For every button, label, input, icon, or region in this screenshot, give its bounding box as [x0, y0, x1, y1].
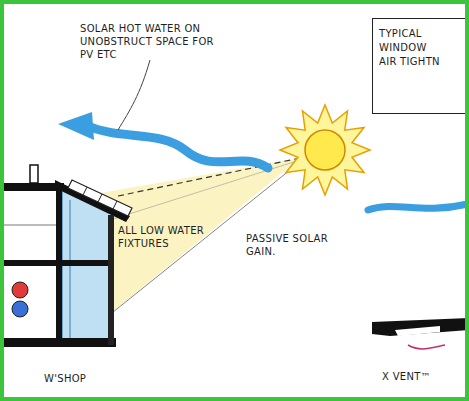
sketch-annotation: W'SHOP [44, 372, 124, 385]
vent-gap [395, 326, 440, 336]
wall [108, 215, 114, 345]
airflow-arrow [88, 126, 268, 168]
sketch-annotation: PASSIVE SOLAR GAIN. [246, 232, 356, 258]
sketch-annotation: SOLAR HOT WATER ON UNOBSTRUCT SPACE FOR … [80, 22, 220, 61]
sun-rays [280, 105, 370, 195]
vent-section [372, 318, 469, 336]
solar-panel [68, 180, 132, 216]
airflow-arrow [368, 204, 468, 210]
glazing-panel [62, 190, 112, 345]
vent-airflow [408, 345, 445, 349]
sketch-annotation: X VENT™ [382, 370, 462, 383]
note-box: TYPICAL WINDOW AIR TIGHTN [372, 18, 469, 114]
sketch-annotation: ALL LOW WATER FIXTURES [118, 224, 228, 250]
floor-slab [4, 183, 64, 191]
arrow-head [58, 112, 94, 140]
note-text: TYPICAL WINDOW AIR TIGHTN [379, 27, 441, 69]
hot-water-symbol [12, 282, 28, 298]
wall [56, 183, 62, 347]
interior-line [4, 225, 56, 226]
cold-water-symbol [12, 301, 28, 317]
flue-vent [30, 165, 38, 183]
glazing-line [70, 200, 71, 345]
panel-divider [113, 201, 117, 209]
sun-disc [305, 130, 345, 170]
panel-divider [98, 194, 102, 202]
panel-divider [83, 187, 87, 195]
leader-line [118, 60, 150, 130]
roof-slab [55, 180, 130, 222]
